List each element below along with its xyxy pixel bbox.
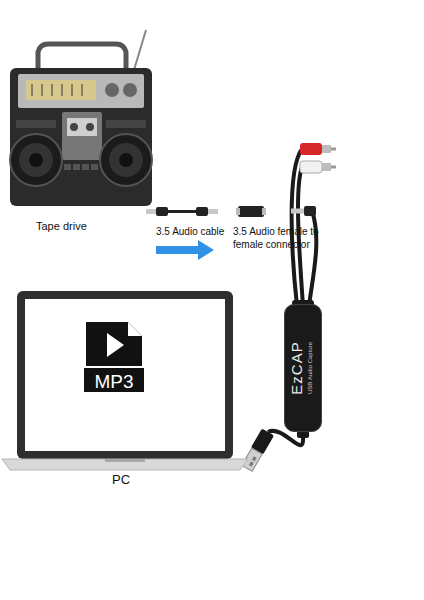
play-symbol: [107, 333, 124, 357]
female-connector-drawing: [236, 206, 266, 217]
caption-label: 3.5 Audio cable: [156, 226, 236, 239]
capture-dongle: EzCAPUSB Audio Capture: [284, 304, 322, 432]
audio-cable-drawing: [146, 207, 218, 216]
laptop-drawing: [2, 291, 248, 470]
icon-text: MP3: [84, 368, 144, 392]
brand-name: EzCAP: [288, 315, 306, 421]
caption-label: 3.5 Audio female to female connector: [233, 226, 333, 251]
file-fold: [128, 322, 142, 336]
direction-arrow: [156, 240, 214, 260]
mp3-icon: MP3: [84, 320, 144, 394]
caption-label: Tape drive: [36, 220, 146, 234]
file-icon: [84, 320, 144, 366]
product-name: USB Audio Capture: [306, 315, 315, 421]
usb-plug: [241, 429, 303, 472]
boombox-drawing: [10, 30, 152, 206]
file-shape: [86, 322, 142, 366]
caption-label: PC: [112, 472, 172, 488]
